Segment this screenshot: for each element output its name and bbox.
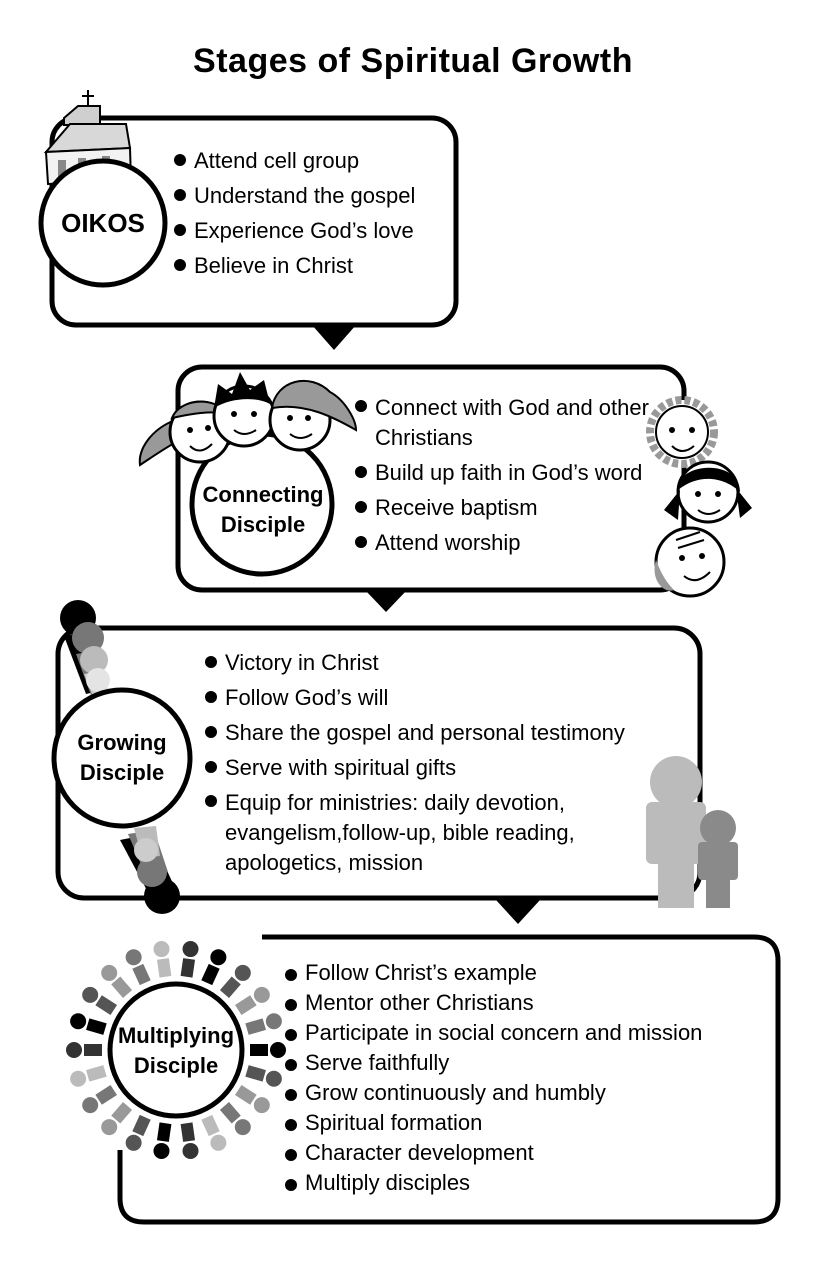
person-head	[210, 1134, 227, 1151]
person-figure	[86, 1065, 107, 1082]
list-item: Attend worship	[355, 525, 665, 560]
person-figure	[245, 1018, 266, 1035]
person-figure	[235, 1084, 257, 1105]
person-figure	[95, 1084, 117, 1105]
list-item: Believe in Christ	[174, 248, 415, 283]
person-head	[234, 964, 251, 981]
list-item: Follow Christ’s example	[285, 958, 702, 988]
person-head	[125, 949, 142, 966]
list-item: Equip for ministries: daily devotion, ev…	[205, 785, 645, 880]
person-figure	[132, 1114, 151, 1137]
stage-list-connecting: Connect with God and other Christians Bu…	[355, 390, 665, 560]
stage-list-oikos: Attend cell group Understand the gospel …	[174, 143, 415, 283]
person-head	[82, 986, 99, 1003]
person-head	[182, 941, 199, 958]
stage-list-multiplying: Follow Christ’s example Mentor other Chr…	[285, 958, 702, 1198]
stage-circle-oikos	[38, 158, 168, 288]
person-figure	[111, 976, 133, 999]
person-head	[253, 1097, 270, 1114]
people-circle-icon	[66, 941, 286, 1159]
list-item: Victory in Christ	[205, 645, 655, 680]
children-faces-icon	[138, 372, 358, 467]
person-figure	[132, 963, 151, 986]
adult-child-silhouette-icon	[646, 756, 738, 908]
family-faces-icon	[646, 396, 752, 598]
stage-label-growing: Growing Disciple	[77, 730, 167, 785]
stage-box-multiplying	[117, 934, 781, 1225]
person-head	[125, 1134, 142, 1151]
list-item: Grow continuously and humbly	[285, 1078, 702, 1108]
stage-list-growing: Victory in Christ Follow God’s will Shar…	[205, 645, 655, 880]
person-figure	[180, 1122, 196, 1142]
person-head	[70, 1070, 87, 1087]
arrow-down-icon	[496, 900, 540, 924]
list-item: Spiritual formation	[285, 1108, 702, 1138]
stage-label-multiplying: Multiplying Disciple	[117, 1023, 235, 1078]
arrow-down-icon	[312, 325, 356, 350]
person-figure	[156, 958, 172, 978]
person-figure	[180, 958, 196, 978]
list-item: Share the gospel and personal testimony	[205, 715, 655, 750]
person-head	[182, 1142, 199, 1159]
person-head	[82, 1097, 99, 1114]
list-item: Participate in social concern and missio…	[285, 1018, 702, 1048]
person-figure	[86, 1018, 107, 1035]
list-item: Receive baptism	[355, 490, 665, 525]
person-head	[66, 1042, 82, 1058]
person-head	[70, 1013, 87, 1030]
person-head	[270, 1042, 286, 1058]
person-head	[234, 1119, 251, 1136]
list-item: Serve with spiritual gifts	[205, 750, 655, 785]
person-head	[265, 1013, 282, 1030]
page-title: Stages of Spiritual Growth	[193, 42, 633, 80]
person-figure	[219, 1101, 241, 1124]
stage-circle-growing	[51, 687, 193, 829]
person-figure	[111, 1101, 133, 1124]
person-head	[210, 949, 227, 966]
list-item: Experience God’s love	[174, 213, 415, 248]
walking-people-icon	[120, 826, 180, 914]
list-item: Follow God’s will	[205, 680, 655, 715]
list-item: Build up faith in God’s word	[355, 455, 665, 490]
list-item: Serve faithfully	[285, 1048, 702, 1078]
list-item: Multiply disciples	[285, 1168, 702, 1198]
person-figure	[219, 976, 241, 999]
stage-label-connecting: Connecting Disciple	[202, 482, 324, 537]
list-item: Connect with God and other Christians	[355, 390, 665, 455]
list-item: Character development	[285, 1138, 702, 1168]
person-figure	[156, 1122, 172, 1142]
stage-circle-multiplying	[107, 981, 245, 1119]
stage-box-oikos	[49, 115, 459, 350]
person-head	[265, 1070, 282, 1087]
person-head	[101, 1119, 118, 1136]
list-item: Attend cell group	[174, 143, 415, 178]
list-item: Mentor other Christians	[285, 988, 702, 1018]
person-head	[153, 1142, 170, 1159]
walking-people-icon	[60, 600, 110, 704]
person-figure	[245, 1065, 266, 1082]
stage-label-oikos: OIKOS	[61, 208, 145, 238]
list-item: Understand the gospel	[174, 178, 415, 213]
person-head	[253, 986, 270, 1003]
person-figure	[95, 995, 117, 1016]
person-figure	[201, 963, 220, 986]
person-head	[101, 964, 118, 981]
arrow-down-icon	[365, 590, 407, 612]
person-figure	[201, 1114, 220, 1137]
person-figure	[235, 995, 257, 1016]
person-head	[153, 941, 170, 958]
